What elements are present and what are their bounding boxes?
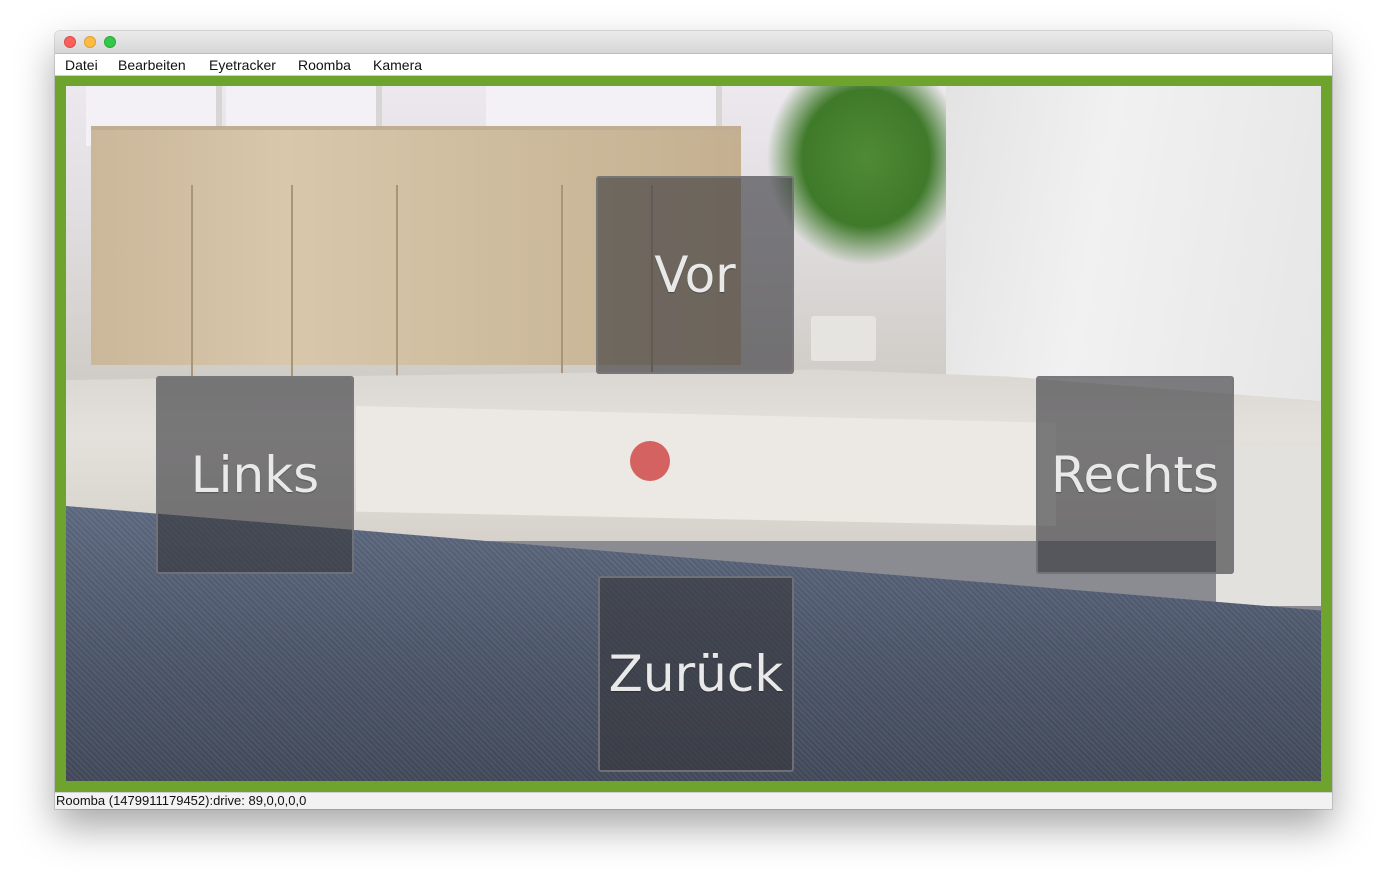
minimize-window-button[interactable] [84,36,96,48]
menu-eyetracker[interactable]: Eyetracker [209,57,276,73]
cabinet-divider [561,185,563,400]
menu-kamera[interactable]: Kamera [373,57,423,73]
scene-shelf-inner [356,406,1056,526]
forward-button[interactable]: Vor [596,176,794,374]
menu-datei[interactable]: Datei [65,57,98,73]
scene-plant [766,86,966,266]
scene-right-wall [946,86,1321,416]
right-button[interactable]: Rechts [1036,376,1234,574]
menu-bar: Datei Bearbeiten Eyetracker Roomba Kamer… [55,54,1332,76]
app-window: Datei Bearbeiten Eyetracker Roomba Kamer… [55,31,1332,809]
title-bar[interactable] [55,31,1332,54]
camera-frame: Vor Links Rechts Zurück [55,76,1332,792]
status-bar: Roomba (1479911179452):drive: 89,0,0,0,0 [55,792,1332,809]
gaze-marker [630,441,670,481]
camera-view: Vor Links Rechts Zurück [66,86,1321,781]
status-text: Roomba (1479911179452):drive: 89,0,0,0,0 [56,793,307,808]
cabinet-divider [191,185,193,400]
cabinet-divider [396,185,398,400]
scene-plant-pot [811,316,876,361]
back-button[interactable]: Zurück [598,576,794,772]
cabinet-divider [291,185,293,400]
zoom-window-button[interactable] [104,36,116,48]
menu-bearbeiten[interactable]: Bearbeiten [118,57,186,73]
close-window-button[interactable] [64,36,76,48]
left-button[interactable]: Links [156,376,354,574]
menu-roomba[interactable]: Roomba [298,57,351,73]
